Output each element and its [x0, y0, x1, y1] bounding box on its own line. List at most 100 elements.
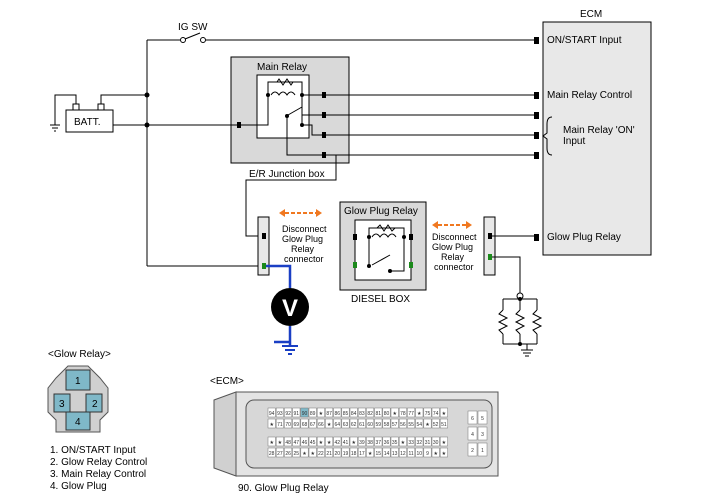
ecm-connector-pin-label: 12 — [400, 451, 406, 457]
ecm-connector-pin — [398, 418, 407, 429]
ecm-connector-pin — [407, 407, 416, 418]
ecm-connector-pin — [382, 436, 391, 447]
ecm-connector-pin — [308, 418, 317, 429]
probe-wire — [274, 326, 292, 346]
relay-coil-resistor — [276, 78, 294, 86]
ecm-connector-pin-label: 48 — [285, 440, 291, 446]
er-junction-label: E/R Junction box — [249, 169, 325, 180]
voltmeter-label: V — [282, 295, 298, 322]
ecm-connector-pin-label: 62 — [351, 422, 357, 428]
ecm-connector-pin-label: 80 — [384, 411, 390, 417]
ecm-connector-pin — [407, 418, 416, 429]
ecm-connector-pin — [275, 436, 284, 447]
ecm-connector-pin — [390, 407, 399, 418]
wire — [245, 154, 337, 237]
ecm-connector-pin — [267, 447, 276, 458]
ecm-connector-pin — [382, 407, 391, 418]
ecm-connector-pin — [341, 447, 350, 458]
disconnect-arrow-left — [279, 209, 322, 217]
ecm-connector-pin — [366, 436, 375, 447]
ecm-connector-pin — [267, 436, 276, 447]
ecm-connector-pin — [300, 418, 309, 429]
ecm-connector-pin-label: 89 — [310, 411, 316, 417]
ecm-connector-pin — [316, 447, 325, 458]
ecm-connector-side-pin-label: 4 — [471, 432, 474, 438]
ecm-connector-pin — [423, 447, 432, 458]
ecm-connector-pin-label: 66 — [318, 422, 324, 428]
ecm-connector-pin-label: 92 — [285, 411, 291, 417]
ecm-connector-pin — [423, 418, 432, 429]
ecm-pin — [534, 112, 539, 119]
glow-relay-pin-2 — [85, 393, 103, 413]
ecm-connector-pin — [341, 418, 350, 429]
ecm-connector-pin-label: ★ — [278, 440, 283, 446]
ecm-connector-side-pin-label: 5 — [481, 416, 484, 422]
ecm-connector-pin-label: ★ — [269, 422, 274, 428]
ecm-connector-pin — [390, 418, 399, 429]
ecm-input-main-relay-on-2: Input — [563, 136, 585, 147]
ecm-connector-pin — [431, 447, 440, 458]
connector-pin-green — [262, 263, 266, 269]
ecm-connector-side-pin-label: 3 — [481, 432, 484, 438]
ecm-connector-pin-label: 33 — [408, 440, 414, 446]
ecm-connector-pin-label: 67 — [310, 422, 316, 428]
ecm-connector-pin — [382, 447, 391, 458]
disconnect-right-line4: connector — [434, 262, 474, 272]
ecm-connector-pin-label: 15 — [376, 451, 382, 457]
ecm-connector-pin — [398, 436, 407, 447]
wire — [492, 256, 521, 293]
relay-coil — [270, 91, 296, 96]
battery-terminal-neg — [72, 103, 80, 111]
battery — [65, 109, 114, 133]
ecm-connector-pin — [292, 407, 301, 418]
ecm-connector-pin — [374, 418, 383, 429]
ecm-connector-pin-label: 78 — [400, 411, 406, 417]
ecm-connector-pin — [357, 407, 366, 418]
ecm-connector-pin — [341, 436, 350, 447]
disconnect-arrow-right — [432, 221, 472, 229]
ecm-connector-side-pin — [467, 410, 478, 425]
ecm-connector-pin-label: ★ — [327, 440, 332, 446]
battery-terminal-pos — [97, 103, 105, 111]
ig-sw-blade — [184, 32, 201, 40]
ecm-input-on-start: ON/START Input — [547, 35, 622, 46]
ecm-connector-pin — [284, 447, 293, 458]
ecm-connector-pin-label: 22 — [318, 451, 324, 457]
ecm-connector-pin-label: ★ — [327, 422, 332, 428]
glow-plug-1 — [497, 299, 509, 344]
ecm-connector-pin-label: 68 — [302, 422, 308, 428]
left-connector — [257, 216, 270, 276]
ecm-connector-pin — [431, 418, 440, 429]
disconnect-right-line2: Glow Plug — [432, 242, 473, 252]
ecm-pin — [534, 92, 539, 99]
glow-relay-pin-1-label: 1 — [75, 376, 81, 387]
ecm-connector-pin — [439, 447, 448, 458]
ecm-connector-pin-label: 35 — [392, 440, 398, 446]
ecm-connector-pin — [415, 436, 424, 447]
wire — [302, 124, 534, 136]
ecm-connector-pin-label: 25 — [294, 451, 300, 457]
glow-relay-pin-1 — [65, 369, 91, 391]
wire — [390, 237, 405, 272]
ecm-connector-pin — [431, 407, 440, 418]
ecm-connector-pin — [439, 418, 448, 429]
ecm-connector-pin-label: ★ — [425, 422, 430, 428]
ecm-connector-pin — [292, 418, 301, 429]
ecm-connector-pin — [357, 418, 366, 429]
ecm-connector-pin — [275, 447, 284, 458]
glow-relay-pin-2-label: 2 — [92, 399, 98, 410]
ecm-connector-pin-label: 19 — [343, 451, 349, 457]
ecm-connector-side-pin-label: 6 — [471, 416, 474, 422]
ecm-connector-pin — [308, 447, 317, 458]
glow-relay-connector — [47, 365, 109, 433]
ecm-connector-pin-label: 85 — [343, 411, 349, 417]
ecm-connector-pin-label: 45 — [310, 440, 316, 446]
relay-contact-blade — [287, 106, 303, 116]
connector-pin-green — [488, 254, 492, 260]
ecm-connector-pin — [366, 407, 375, 418]
ecm-connector-pin — [275, 418, 284, 429]
ecm-connector-pin — [284, 418, 293, 429]
ecm-input-main-relay-on: Main Relay 'ON' — [563, 125, 635, 136]
ecm-connector-pin-label: 46 — [302, 440, 308, 446]
disconnect-left-line1: Disconnect — [282, 224, 327, 234]
